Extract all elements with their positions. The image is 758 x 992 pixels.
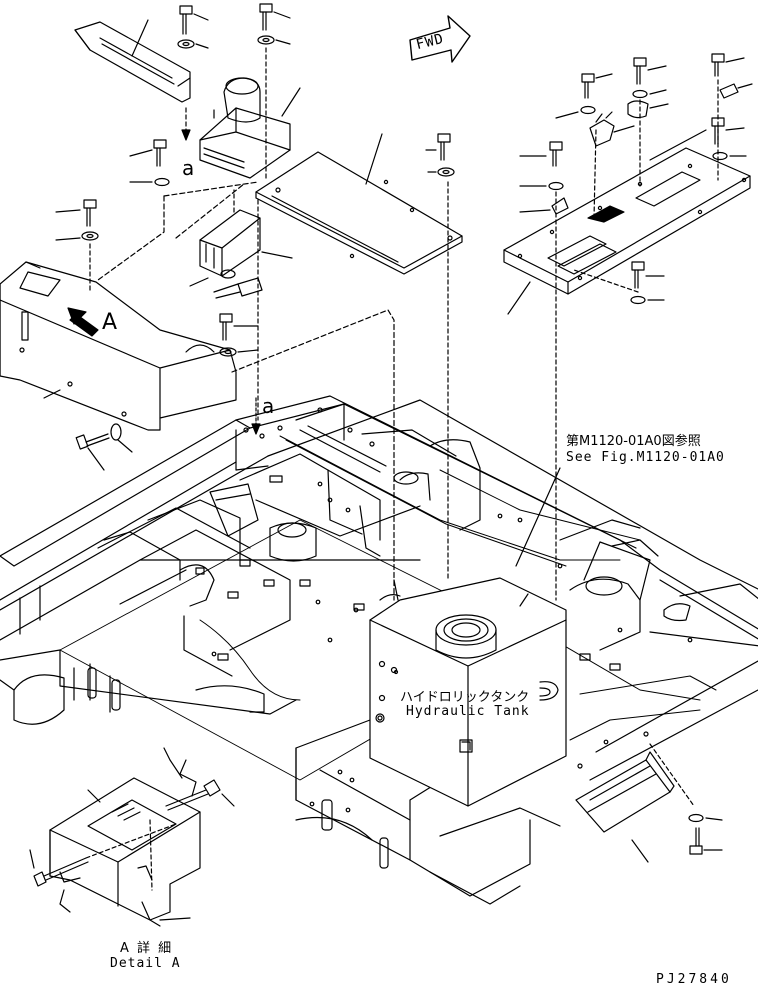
hydraulic-tank — [369, 577, 567, 807]
reference-a-frame: a — [262, 394, 275, 418]
bolt-icon — [711, 117, 745, 145]
arrow-view-a-icon — [67, 307, 99, 337]
detail-a-view — [49, 777, 201, 921]
latch-clip-icon — [163, 747, 197, 797]
washer-icon — [219, 347, 259, 357]
cap-icon — [627, 100, 669, 119]
washer-icon — [519, 181, 564, 191]
bolt-icon — [179, 5, 209, 35]
detail-a-title-en: Detail A — [110, 956, 181, 971]
view-a-marker: A — [102, 310, 118, 335]
bolt-icon — [711, 53, 745, 77]
washer-icon — [712, 151, 747, 161]
latch-clip-icon — [59, 889, 191, 927]
washer-icon — [110, 423, 133, 453]
washer-icon — [220, 269, 236, 279]
step-ladder — [575, 751, 675, 863]
bolt-icon — [55, 199, 97, 227]
leader-line — [43, 389, 61, 399]
bolt-icon — [689, 827, 723, 855]
washer-icon — [630, 295, 665, 305]
bolt-icon — [633, 57, 667, 85]
tank-label-jp: ハイドロリックタンク — [400, 690, 530, 705]
left-cover-box — [0, 261, 237, 431]
right-cover-plate — [503, 129, 751, 315]
switch-icon — [589, 111, 635, 147]
mount-bracket-block — [199, 77, 301, 179]
bolt-icon — [219, 313, 259, 341]
revolving-frame — [0, 395, 758, 905]
bolt-icon — [189, 277, 263, 299]
washer-icon — [555, 105, 596, 119]
see-fig-note-en: See Fig.M1120-01A0 — [566, 450, 725, 465]
bolt-icon — [165, 779, 235, 811]
center-cover-plate — [255, 133, 463, 275]
detail-a-title-jp: A 詳 細 — [120, 941, 174, 956]
bolt-icon — [581, 73, 613, 99]
clip-icon — [519, 197, 569, 215]
washer-icon — [55, 231, 99, 241]
washer-icon — [427, 167, 455, 177]
washer-icon — [688, 813, 723, 823]
washer-icon — [177, 39, 209, 49]
leader-line — [515, 467, 561, 567]
bolt-icon — [129, 139, 167, 167]
bolt-icon — [425, 133, 451, 161]
washer-icon — [129, 177, 170, 187]
washer-icon — [632, 89, 667, 99]
fwd-arrow-icon — [409, 15, 471, 63]
washer-icon — [257, 35, 291, 45]
bracket-plate-top-left — [74, 19, 191, 103]
see-fig-note-jp: 第M1120-01A0図参照 — [566, 434, 701, 449]
reference-a-top: a — [182, 156, 195, 180]
clip-icon — [719, 83, 753, 99]
bolt-icon — [29, 849, 89, 887]
bolt-icon — [75, 433, 110, 471]
vertical-bracket — [199, 209, 293, 277]
bolt-icon — [519, 141, 563, 167]
bolt-icon — [631, 261, 665, 289]
tank-label-en: Hydraulic Tank — [406, 704, 530, 719]
bolt-icon — [259, 3, 291, 31]
drawing-code: PJ27840 — [656, 972, 732, 987]
